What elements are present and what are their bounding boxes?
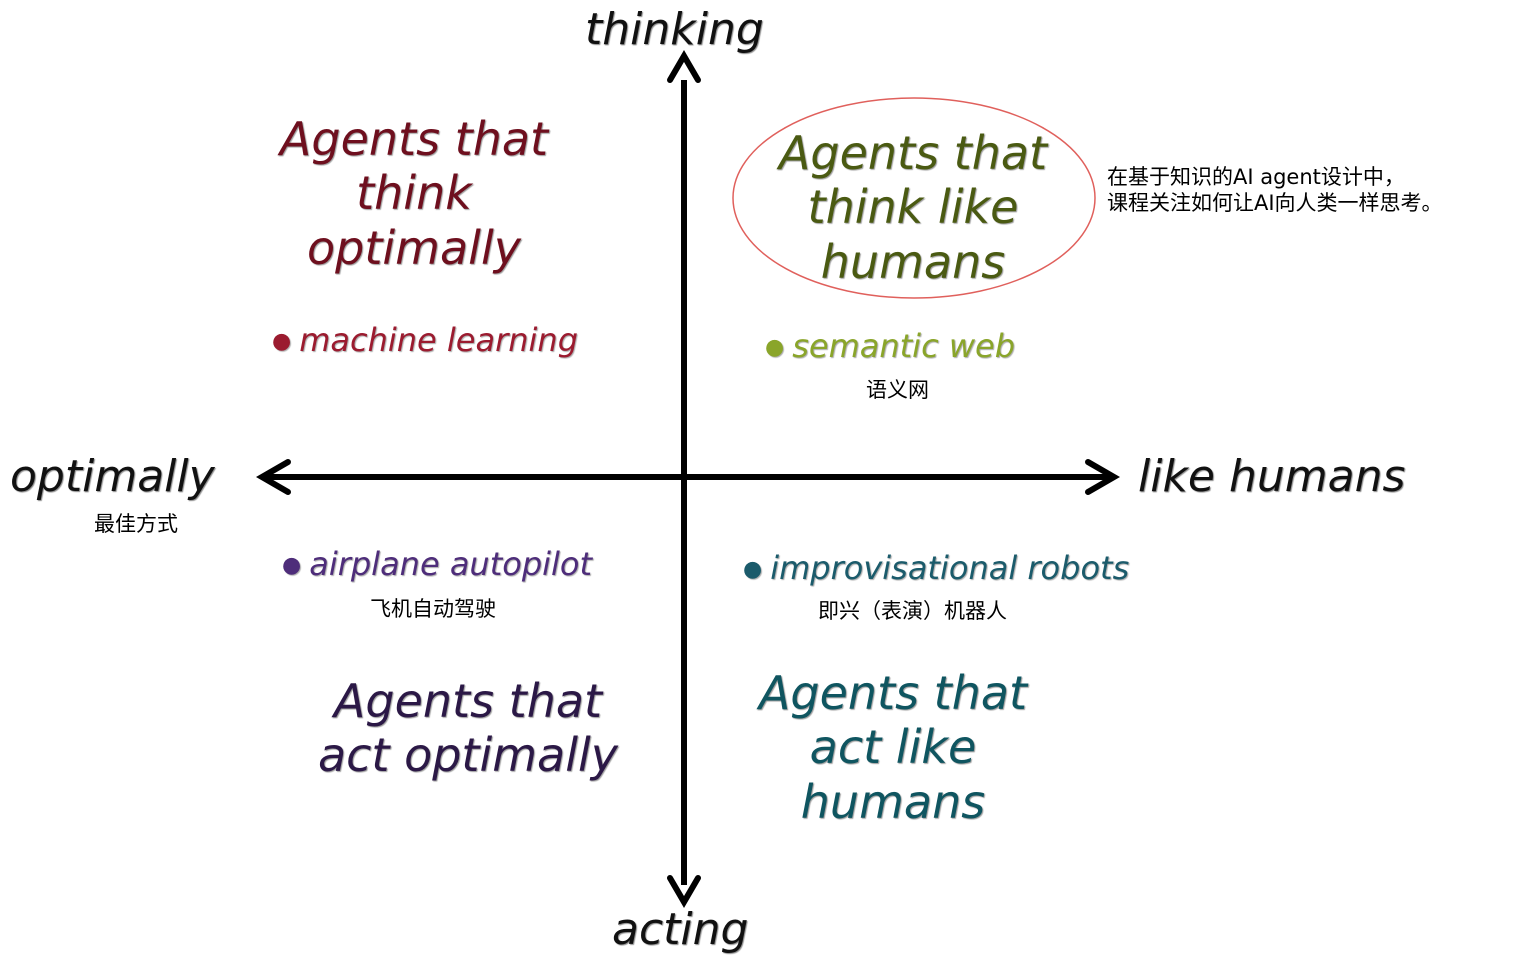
quadrant-title-line: Agents that xyxy=(778,126,1048,180)
quadrant-title-think-optimally: Agents that think optimally xyxy=(268,112,560,275)
example-label: machine learning xyxy=(299,321,578,359)
quadrant-title-line: act optimally xyxy=(317,728,619,783)
example-label: airplane autopilot xyxy=(309,545,593,583)
example-label: semantic web xyxy=(792,327,1015,365)
highlight-ellipse xyxy=(732,97,1096,299)
example-semantic-web: ● semantic web xyxy=(765,330,1015,362)
axis-label-bottom: acting xyxy=(612,904,749,955)
example-improvisational-robots: ● improvisational robots xyxy=(743,552,1129,584)
left-arrowhead xyxy=(255,459,291,495)
bottom-arrowhead xyxy=(667,875,701,908)
quadrant-title-act-optimally: Agents that act optimally xyxy=(300,674,636,783)
right-arrowhead xyxy=(1085,459,1121,495)
axis-label-top: thinking xyxy=(585,4,764,55)
example-semantic-web-cn: 语义网 xyxy=(866,378,929,402)
example-airplane-autopilot-cn: 飞机自动驾驶 xyxy=(370,597,496,621)
quadrant-title-line: Agents that xyxy=(333,674,603,728)
example-improvisational-robots-cn: 即兴（表演）机器人 xyxy=(818,599,1007,623)
quadrant-title-line: humans xyxy=(820,234,1006,289)
quadrant-title-line: think xyxy=(356,166,472,221)
example-machine-learning: ● machine learning xyxy=(272,324,578,356)
axis-label-right: like humans xyxy=(1138,451,1406,502)
quadrant-title-line: optimally xyxy=(307,220,521,275)
bullet-dot: ● xyxy=(272,329,292,354)
quadrant-title-line: Agents that xyxy=(758,666,1028,720)
example-label: improvisational robots xyxy=(770,549,1130,587)
bullet-dot: ● xyxy=(282,553,302,578)
quadrant-title-think-like-humans: Agents that think like humans xyxy=(752,126,1074,289)
top-arrowhead xyxy=(667,50,701,83)
example-airplane-autopilot: ● airplane autopilot xyxy=(282,548,592,580)
bullet-dot: ● xyxy=(743,557,763,582)
quadrant-title-line: humans xyxy=(800,774,986,829)
quadrant-title-line: Agents that xyxy=(279,112,549,166)
quadrant-title-line: think like xyxy=(807,180,1019,235)
quadrant-title-act-like-humans: Agents that act like humans xyxy=(740,666,1046,829)
axis-label-left-cn: 最佳方式 xyxy=(94,512,178,536)
note-text: 在基于知识的AI agent设计中， 课程关注如何让AI向人类一样思考。 xyxy=(1107,164,1443,217)
axis-label-left: optimally xyxy=(10,451,215,502)
quadrant-title-line: act like xyxy=(809,720,977,775)
note-line-1: 在基于知识的AI agent设计中， xyxy=(1107,165,1405,189)
bullet-dot: ● xyxy=(765,335,785,360)
note-line-2: 课程关注如何让AI向人类一样思考。 xyxy=(1107,191,1443,216)
